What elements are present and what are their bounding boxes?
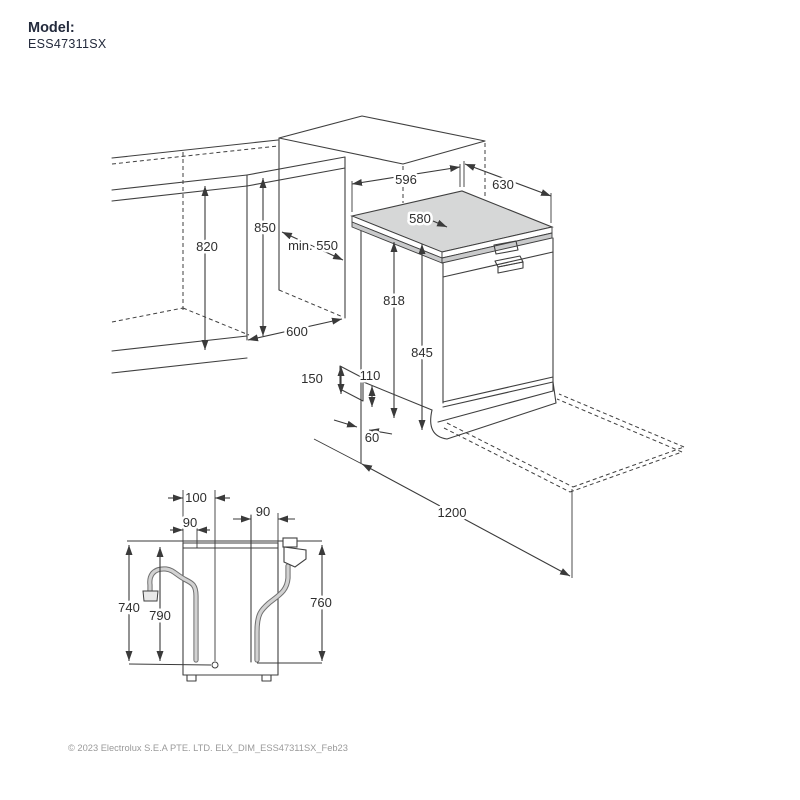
dim-label-1200: 1200 — [438, 505, 467, 520]
dim-label-818: 818 — [383, 293, 405, 308]
dimension-630 — [463, 161, 552, 223]
dim-label-850: 850 — [254, 220, 276, 235]
tall-cabinet-drawing — [278, 115, 486, 318]
dimension-596 — [351, 164, 461, 212]
inlet-valve-cap — [282, 537, 298, 548]
power-cord-exit-point — [211, 661, 219, 669]
dimension-60 — [333, 419, 393, 436]
drain-hose-fitting — [142, 590, 159, 602]
dishwasher-door — [443, 239, 553, 413]
dim-label-596: 596 — [395, 172, 417, 187]
dim-label-760: 760 — [310, 595, 332, 610]
dimension-1200 — [313, 438, 573, 578]
dim-label-630: 630 — [492, 177, 514, 192]
open-door-projection — [443, 393, 685, 493]
dim-label-845: 845 — [411, 345, 433, 360]
inlet-hose — [254, 537, 307, 663]
control-panel — [442, 240, 554, 278]
plinth — [430, 376, 557, 440]
dim-label-790: 790 — [149, 608, 171, 623]
rear-connections-drawing — [125, 490, 326, 682]
door-handle-recess — [493, 240, 519, 255]
drain-hose — [142, 566, 199, 663]
dim-label-100: 100 — [185, 490, 207, 505]
dim-label-90-right: 90 — [256, 504, 270, 519]
dim-label-110: 110 — [360, 368, 381, 383]
dim-label-min550: min. 550 — [288, 238, 338, 253]
dimension-150 — [337, 365, 364, 402]
model-label: Model: — [28, 20, 75, 36]
inlet-valve-body — [283, 546, 307, 568]
dimension-580-pointer — [432, 219, 448, 228]
dimension-600 — [247, 317, 343, 342]
footer-copyright: © 2023 Electrolux S.E.A PTE. LTD. ELX_DI… — [68, 743, 348, 753]
dimension-min550 — [281, 231, 344, 261]
dim-label-150: 150 — [301, 371, 323, 386]
dim-label-90-left: 90 — [183, 515, 197, 530]
dim-label-580: 580 — [409, 211, 431, 226]
dim-label-60: 60 — [365, 430, 379, 445]
left-cabinet-drawing — [111, 139, 279, 374]
dim-label-740: 740 — [118, 600, 140, 615]
machine-foot-right — [261, 674, 272, 682]
dishwasher-drawing — [350, 190, 557, 464]
dim-label-820: 820 — [196, 239, 218, 254]
model-number: ESS47311SX — [28, 37, 107, 51]
dim-label-600: 600 — [286, 324, 308, 339]
machine-foot-left — [186, 674, 197, 682]
machine-rear-outline — [182, 514, 279, 682]
